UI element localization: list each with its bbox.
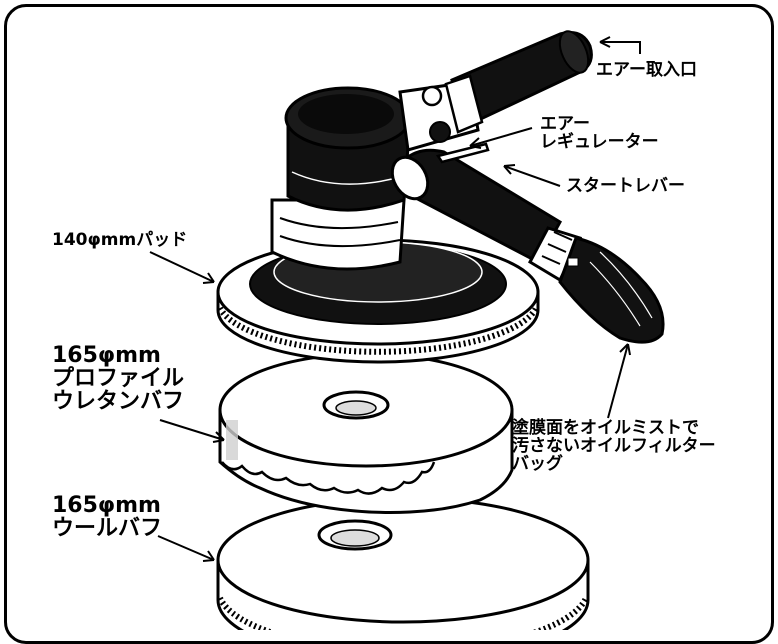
urethane-buff <box>218 352 514 514</box>
label-pad-140: 140φmmパッド <box>52 230 188 250</box>
label-air-regulator-line1: エアー <box>540 114 590 134</box>
label-urethane-buff: 165φmm プロファイル ウレタンバフ <box>52 344 184 413</box>
label-oil-filter-bag-line1: 塗膜面をオイルミストで <box>512 418 699 438</box>
label-oil-filter-bag-line3: バッグ <box>512 453 563 474</box>
label-wool-buff-line1: 165φmm <box>52 493 161 518</box>
label-wool-buff: 165φmm ウールバフ <box>52 494 162 540</box>
oil-filter-bag <box>558 236 665 344</box>
label-urethane-buff-line3: ウレタンバフ <box>52 389 185 415</box>
label-wool-buff-line2: ウールバフ <box>52 516 163 542</box>
label-urethane-buff-line1: 165φmm <box>52 343 161 368</box>
label-air-regulator-line2: レギュレーター <box>540 131 659 152</box>
pad-140 <box>216 238 540 364</box>
label-air-inlet: エアー取入口 <box>596 60 697 80</box>
front-handle <box>390 148 583 283</box>
label-oil-filter-bag: 塗膜面をオイルミストで 汚さないオイルフィルター バッグ <box>512 418 716 474</box>
label-oil-filter-bag-line2: 汚さないオイルフィルター <box>512 435 716 456</box>
polisher-illustration <box>149 30 665 630</box>
label-start-lever: スタートレバー <box>566 176 685 196</box>
callout-arrows <box>149 36 641 562</box>
label-air-regulator: エアー レギュレーター <box>540 114 659 152</box>
label-urethane-buff-line2: プロファイル <box>52 366 185 392</box>
wool-buff <box>216 496 590 630</box>
start-lever <box>435 142 490 164</box>
polisher-body <box>270 80 480 271</box>
rear-handle <box>444 30 593 134</box>
